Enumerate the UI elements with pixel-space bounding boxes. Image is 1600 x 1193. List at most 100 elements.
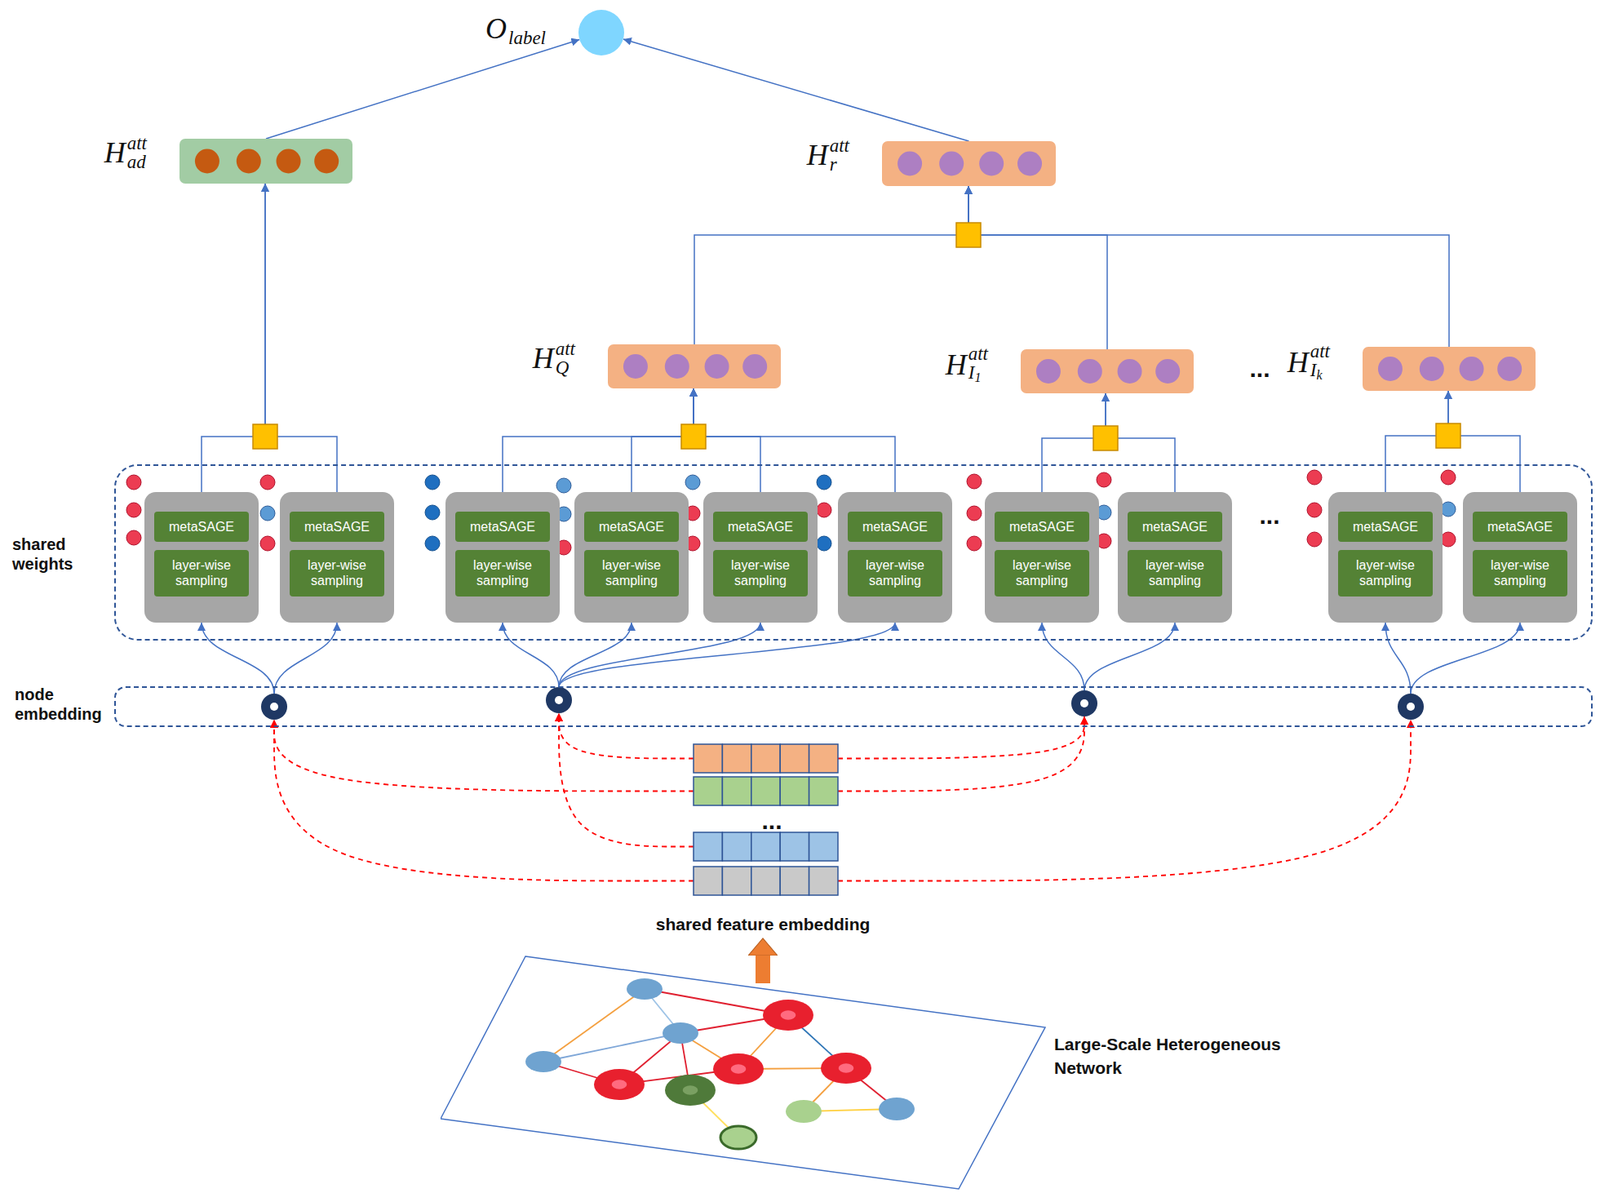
module-step: layer-wise sampling — [1127, 549, 1223, 596]
module-name: metaSAGE — [584, 511, 679, 542]
module-step: layer-wise sampling — [289, 549, 385, 596]
attention-vector: HattIk — [1362, 346, 1536, 391]
embedding-point-center — [1406, 702, 1415, 711]
merge-square — [1093, 425, 1118, 451]
neighbor-dot — [1307, 531, 1322, 547]
network-node — [593, 1068, 645, 1100]
embedding-cell — [722, 832, 751, 861]
metasage-block: metaSAGElayer-wise sampling — [703, 491, 818, 623]
sub-subscript: k — [1316, 368, 1322, 382]
neighbor-dot — [816, 474, 832, 490]
vector-unit — [742, 354, 767, 379]
subscript: r — [829, 155, 838, 174]
embedding-point-center — [1080, 699, 1089, 708]
metasage-block: metaSAGElayer-wise sampling — [144, 491, 259, 623]
embedding-points — [261, 686, 1424, 720]
network-plane — [440, 956, 1046, 1189]
build-arrow — [755, 954, 771, 984]
merge-square — [956, 222, 981, 248]
embedding-cell — [693, 744, 723, 773]
ellipsis-label: ... — [761, 808, 782, 834]
module-name: metaSAGE — [713, 511, 808, 542]
merge-square — [681, 424, 706, 449]
neighbor-dot — [1307, 502, 1322, 518]
neighbor-dot — [260, 474, 275, 490]
network-node — [662, 1022, 699, 1044]
shared-weights-band: shared weightsmetaSAGElayer-wise samplin… — [114, 464, 1593, 641]
flow-arrow — [1084, 622, 1175, 691]
embedding-cell — [751, 776, 781, 806]
embedding-cell — [722, 866, 751, 896]
band-label: shared weights — [12, 534, 86, 574]
embedding-point — [1071, 690, 1098, 717]
merge-square — [252, 424, 278, 449]
attention-vector: HattQ — [607, 344, 781, 389]
flow-arrow — [1410, 622, 1521, 694]
vector-heading: HattIk — [1287, 341, 1330, 382]
heterogeneous-network: Large-Scale Heterogeneous Network — [440, 950, 1322, 1192]
network-node — [878, 1097, 915, 1121]
feature-embedding-table: shared feature embedding — [636, 738, 890, 935]
flow-arrow — [968, 186, 1108, 350]
module-step: layer-wise sampling — [847, 549, 943, 596]
subscript: Q — [555, 358, 570, 377]
metasage-block: metaSAGElayer-wise sampling — [445, 491, 560, 623]
module-name: metaSAGE — [847, 511, 943, 542]
embedding-row — [693, 866, 838, 896]
symbol-base: O — [485, 13, 507, 44]
vector-unit — [1459, 356, 1485, 382]
vector-units — [881, 141, 1056, 187]
attention-vector: Hattr — [881, 141, 1056, 187]
module-step: layer-wise sampling — [1472, 549, 1568, 596]
embedding-cell — [780, 866, 809, 896]
vector-unit — [664, 354, 690, 379]
embedding-cell — [751, 866, 781, 896]
embedding-cell — [780, 832, 809, 861]
network-node-core — [780, 1010, 797, 1020]
sub-subscript: 1 — [974, 371, 981, 385]
vector-unit — [1017, 151, 1042, 177]
flow-arrow — [201, 622, 275, 694]
neighbor-dot — [816, 502, 832, 518]
symbol-base: H — [1287, 347, 1309, 377]
vector-units — [607, 344, 781, 389]
feature-lookup-arrow — [837, 716, 1085, 759]
connector-group — [201, 39, 1521, 984]
symbol-base: H — [532, 343, 555, 373]
decoration-group — [126, 222, 1461, 720]
neighbor-dot — [1096, 472, 1112, 488]
network-node — [626, 978, 663, 1000]
feature-lookup-arrow — [274, 719, 694, 882]
flow-arrow — [274, 622, 337, 694]
metasage-block: metaSAGElayer-wise sampling — [574, 491, 689, 623]
flow-arrow — [502, 388, 694, 492]
feature-lookup-arrow — [558, 713, 694, 759]
network-node — [820, 1052, 872, 1084]
neighbor-dot — [685, 474, 701, 490]
attention-vector: HattI1 — [1020, 349, 1194, 394]
table-caption: shared feature embedding — [636, 914, 890, 935]
embedding-point — [1397, 693, 1424, 720]
subscript: I — [968, 363, 976, 382]
embedding-cell — [809, 866, 838, 896]
neighbor-dot — [816, 536, 832, 551]
subscript: label — [508, 28, 546, 48]
superscript: att — [829, 135, 850, 156]
module-step: layer-wise sampling — [1338, 549, 1433, 596]
embedding-cell — [751, 744, 781, 773]
embedding-cell — [809, 832, 838, 861]
flow-arrow — [623, 39, 970, 142]
module-name: metaSAGE — [994, 511, 1090, 542]
symbol-base: H — [806, 140, 829, 170]
module-step: layer-wise sampling — [994, 549, 1090, 596]
module-name: metaSAGE — [1338, 511, 1433, 542]
flow-arrow — [502, 622, 559, 687]
merge-square — [1436, 423, 1461, 448]
network-node-core — [838, 1063, 855, 1073]
vector-unit — [1378, 356, 1403, 382]
embedding-cell — [722, 776, 751, 806]
flow-arrow — [1385, 622, 1411, 694]
network-node — [664, 1074, 716, 1106]
symbol-base: H — [945, 350, 967, 380]
module-name: metaSAGE — [289, 511, 385, 542]
